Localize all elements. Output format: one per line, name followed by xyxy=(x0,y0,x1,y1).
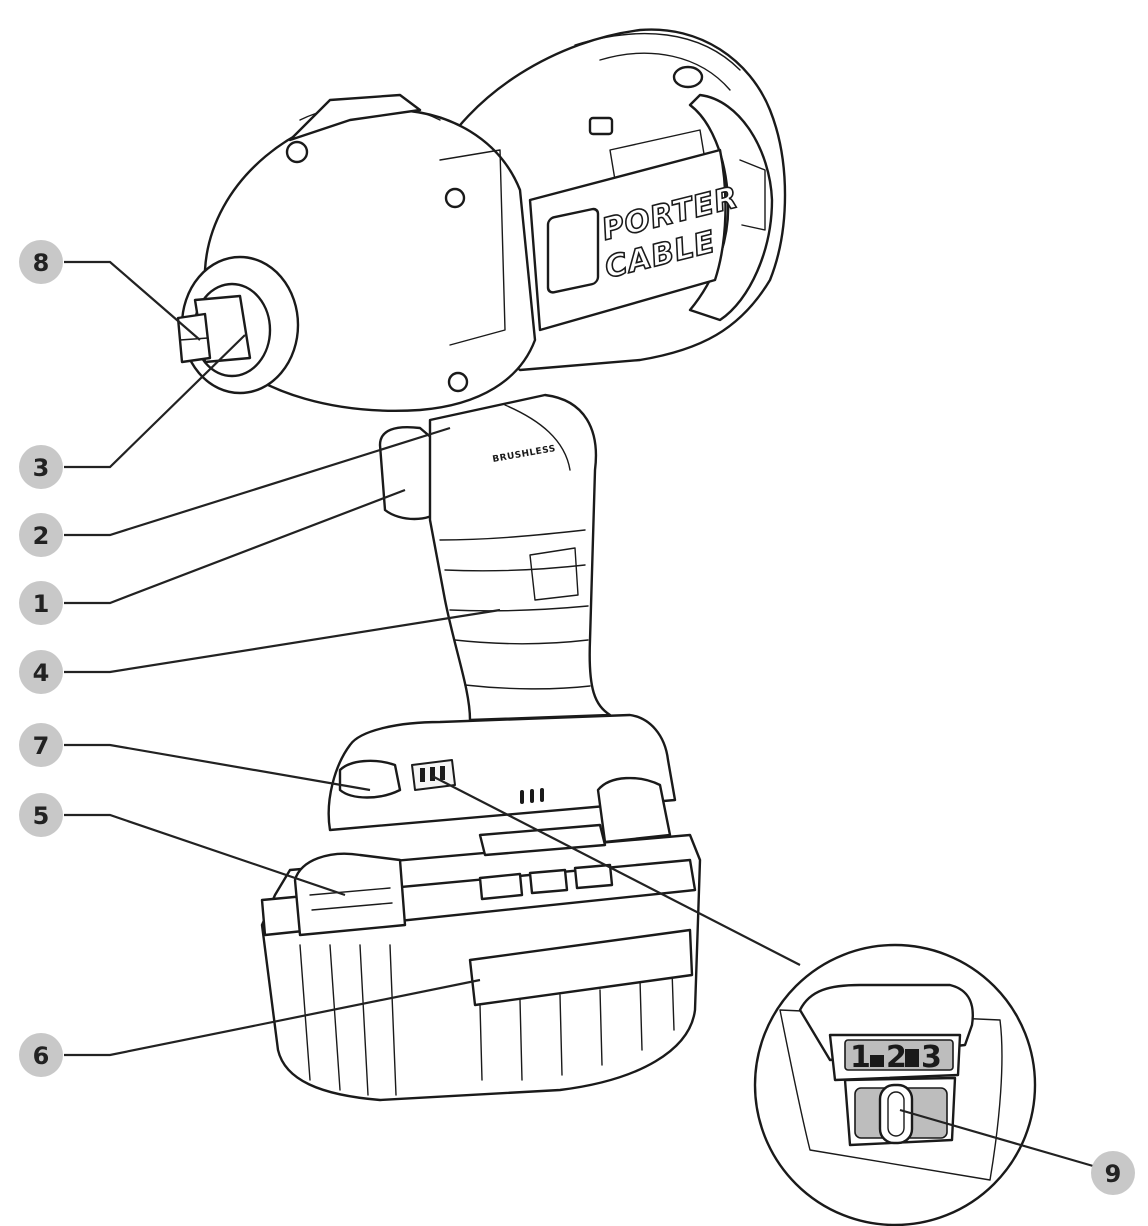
callout-6-number: 6 xyxy=(33,1042,50,1070)
leader-lines xyxy=(64,260,1101,1170)
callout-3: 3 xyxy=(19,445,63,489)
callout-7-number: 7 xyxy=(33,732,50,760)
speed-label-2: 2 xyxy=(886,1040,907,1075)
battery-pack xyxy=(260,776,702,1102)
brand-panel: PORTER CABLE xyxy=(528,148,743,332)
leader-inset xyxy=(431,775,801,966)
callout-7: 7 xyxy=(19,723,63,767)
callout-4: 4 xyxy=(19,650,63,694)
anvil-assembly xyxy=(176,255,300,395)
speed-label-3: 3 xyxy=(921,1040,942,1075)
speed-label-1: 1 xyxy=(850,1040,871,1075)
speed-selector-inset: 1 2 3 xyxy=(753,943,1037,1226)
leader-6 xyxy=(64,978,481,1057)
callout-8: 8 xyxy=(19,240,63,284)
leader-4 xyxy=(64,608,501,674)
callout-4-number: 4 xyxy=(33,659,50,687)
leader-1 xyxy=(64,488,406,605)
handle: BRUSHLESS xyxy=(428,393,612,722)
callout-2-number: 2 xyxy=(33,522,50,550)
callout-1: 1 xyxy=(19,581,63,625)
impact-wrench-illustration: PORTER CABLE xyxy=(176,28,787,1102)
callout-1-number: 1 xyxy=(33,590,50,618)
leader-2 xyxy=(64,426,451,537)
callout-9: 9 xyxy=(1091,1151,1135,1195)
leader-5 xyxy=(64,813,346,897)
leader-9 xyxy=(899,1108,1101,1170)
callout-5-number: 5 xyxy=(33,802,50,830)
callout-8-number: 8 xyxy=(33,249,50,277)
callout-6: 6 xyxy=(19,1033,63,1077)
leader-7 xyxy=(64,743,371,792)
leader-8 xyxy=(64,260,201,341)
callout-9-number: 9 xyxy=(1105,1160,1122,1188)
leader-3 xyxy=(64,334,246,469)
callout-5: 5 xyxy=(19,793,63,837)
callout-badges: 8 3 2 1 4 7 5 6 xyxy=(19,240,1135,1195)
callout-3-number: 3 xyxy=(33,454,50,482)
callout-2: 2 xyxy=(19,513,63,557)
